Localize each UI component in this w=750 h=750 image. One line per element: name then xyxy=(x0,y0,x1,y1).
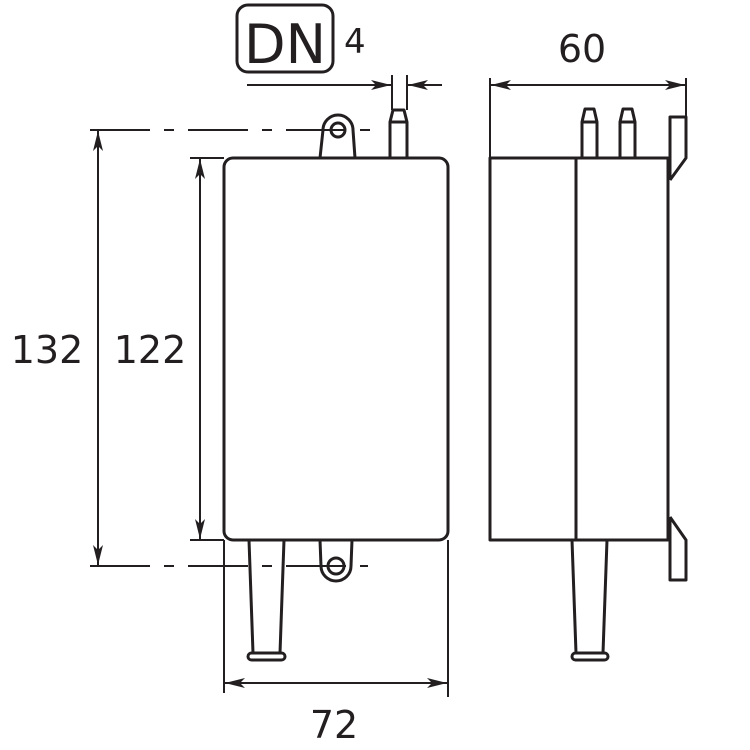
dimension-depth: 60 xyxy=(489,27,687,158)
dimension-body-height: 122 xyxy=(114,157,224,541)
dn-prefix: DN xyxy=(244,13,326,76)
side-bottom-nozzle xyxy=(570,539,609,654)
dn-dimension xyxy=(247,75,442,110)
side-body xyxy=(488,156,670,542)
top-nozzle xyxy=(388,108,409,158)
top-bracket xyxy=(668,115,688,181)
svg-text:60: 60 xyxy=(558,27,606,71)
svg-text:72: 72 xyxy=(310,703,358,747)
svg-text:132: 132 xyxy=(11,328,84,372)
dn-box xyxy=(235,3,335,74)
side-nozzle-2 xyxy=(618,107,637,158)
dn-value: 4 xyxy=(344,22,366,62)
bottom-nozzle xyxy=(247,539,286,654)
dimension-width: 72 xyxy=(223,540,449,747)
front-body xyxy=(222,156,450,542)
svg-text:122: 122 xyxy=(114,328,187,372)
top-mounting-lug xyxy=(318,113,357,159)
front-view xyxy=(222,108,450,662)
dn-label: DN 4 xyxy=(235,3,366,76)
bottom-bracket xyxy=(668,516,688,582)
side-nozzle-1 xyxy=(580,107,599,158)
bottom-mounting-lug xyxy=(318,539,354,583)
dimension-overall-height: 132 xyxy=(11,131,103,565)
side-view xyxy=(488,107,688,662)
